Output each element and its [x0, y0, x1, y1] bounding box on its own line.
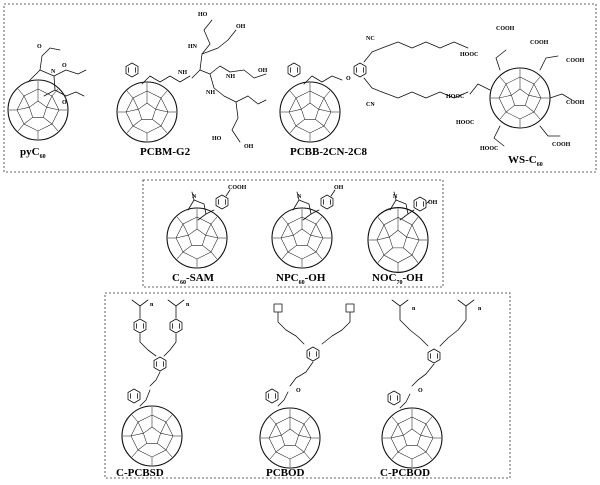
atom-label-n-index: n: [412, 306, 416, 312]
phenyl-ring: [387, 390, 401, 406]
atom-label-ho: HO: [212, 136, 222, 142]
atom-label-o: O: [62, 100, 67, 106]
atom-label-oh: OH: [334, 185, 344, 191]
fullerene-ball: [381, 407, 443, 469]
molecule-PCBOD: O PCBOD: [259, 303, 355, 479]
atom-label-n: N: [192, 194, 197, 200]
atom-label-o: O: [296, 388, 301, 394]
phenyl-ring: [413, 196, 427, 212]
phenyl-ring: [133, 318, 147, 334]
molecule-label-PCBM-G2: PCBM-G2: [140, 146, 191, 158]
atom-label-o: O: [37, 44, 42, 50]
atom-label-n: N: [297, 194, 302, 200]
fullerene-ball: [7, 79, 69, 141]
top-panel-box: [3, 3, 597, 173]
phenyl-ring: [265, 388, 279, 404]
phenyl-ring: [125, 62, 139, 78]
phenyl-ring: [153, 356, 167, 372]
atom-label-n-index: n: [150, 302, 154, 308]
molecule-PCBM-G2: NH HN NH NH HO OH OH OH HO PCBM-G2: [116, 12, 268, 158]
molecule-label-PCBOD: PCBOD: [266, 467, 305, 479]
atom-label-hn: HN: [188, 44, 198, 50]
atom-label-oh: OH: [236, 24, 246, 30]
atom-label-cooh: COOH: [530, 40, 549, 46]
atom-label-o: O: [346, 76, 351, 82]
atom-label-cooh: COOH: [228, 185, 247, 191]
fullerene-ball: [367, 207, 429, 273]
atom-label-cooh: COOH: [566, 58, 585, 64]
atom-label-nc: NC: [366, 36, 375, 42]
atom-label-o: O: [62, 63, 67, 69]
fullerene-ball: [489, 67, 551, 129]
atom-label-oh: OH: [258, 68, 268, 74]
molecule-C-PCBSD: n n C-PCBSD: [116, 299, 190, 479]
atom-label-o: O: [418, 388, 423, 394]
phenyl-ring: [353, 62, 367, 78]
phenyl-ring: [127, 388, 141, 404]
atom-label-hooc: HOOC: [446, 94, 464, 100]
atom-label-oh: OH: [428, 200, 438, 206]
phenyl-ring: [427, 348, 441, 364]
phenyl-ring: [320, 194, 334, 210]
molecule-label-NOC70-OH: NOC70-OH: [372, 272, 424, 286]
fullerene-ball: [166, 207, 228, 269]
phenyl-ring: [306, 346, 320, 362]
molecule-label-C-PCBSD: C-PCBSD: [116, 467, 164, 479]
atom-label-cn: CN: [366, 102, 375, 108]
molecule-label-PCBB-2CN-2C8: PCBB-2CN-2C8: [290, 146, 367, 158]
atom-label-nh: NH: [206, 90, 215, 96]
phenyl-ring: [169, 318, 183, 334]
molecule-label-C60-SAM: C60-SAM: [172, 272, 215, 286]
atom-label-hooc: HOOC: [456, 120, 474, 126]
molecule-label-C-PCBOD: C-PCBOD: [380, 467, 430, 479]
atom-label-nh: NH: [178, 70, 187, 76]
atom-label-cooh: COOH: [552, 142, 571, 148]
atom-label-hooc: HOOC: [460, 52, 478, 58]
fullerene-ball: [116, 81, 178, 143]
atom-label-nh: NH: [226, 74, 235, 80]
molecule-NPC60-OH: N OH NPC60-OH: [271, 185, 344, 286]
molecule-WS-C60: COOH COOH COOH COOH COOH HOOC HOOC HOOC …: [446, 26, 585, 168]
molecule-label-pyC60: pyC60: [20, 146, 46, 160]
atom-label-ho: HO: [198, 12, 208, 18]
bottom-panel-box: [104, 292, 511, 479]
atom-label-hooc: HOOC: [480, 146, 498, 152]
fullerene-ball: [259, 407, 321, 469]
molecule-PCBB-2CN-2C8: NC CN O PCBB-2CN-2C8: [279, 36, 469, 158]
molecule-NOC70-OH: N OH NOC70-OH: [367, 191, 438, 286]
molecule-pyC60: N O O O pyC60: [7, 44, 87, 160]
atom-label-n-index: n: [186, 302, 190, 308]
atom-label-oh: OH: [244, 144, 254, 150]
molecule-C60-SAM: N COOH C60-SAM: [166, 185, 247, 286]
atom-label-cooh: COOH: [566, 100, 585, 106]
atom-label-n-index: n: [478, 306, 482, 312]
molecule-label-NPC60-OH: NPC60-OH: [276, 272, 326, 286]
atom-label-n: N: [51, 69, 56, 75]
middle-panel-box: [142, 179, 444, 288]
fullerene-ball: [121, 405, 183, 467]
fullerene-ball: [271, 207, 333, 269]
phenyl-ring: [287, 62, 301, 78]
molecule-C-PCBOD: n n O C-PCBOD: [380, 299, 482, 479]
fullerene-ball: [279, 81, 341, 143]
phenyl-ring: [215, 194, 229, 210]
molecule-label-WS-C60: WS-C60: [508, 154, 543, 168]
atom-label-cooh: COOH: [496, 26, 515, 32]
